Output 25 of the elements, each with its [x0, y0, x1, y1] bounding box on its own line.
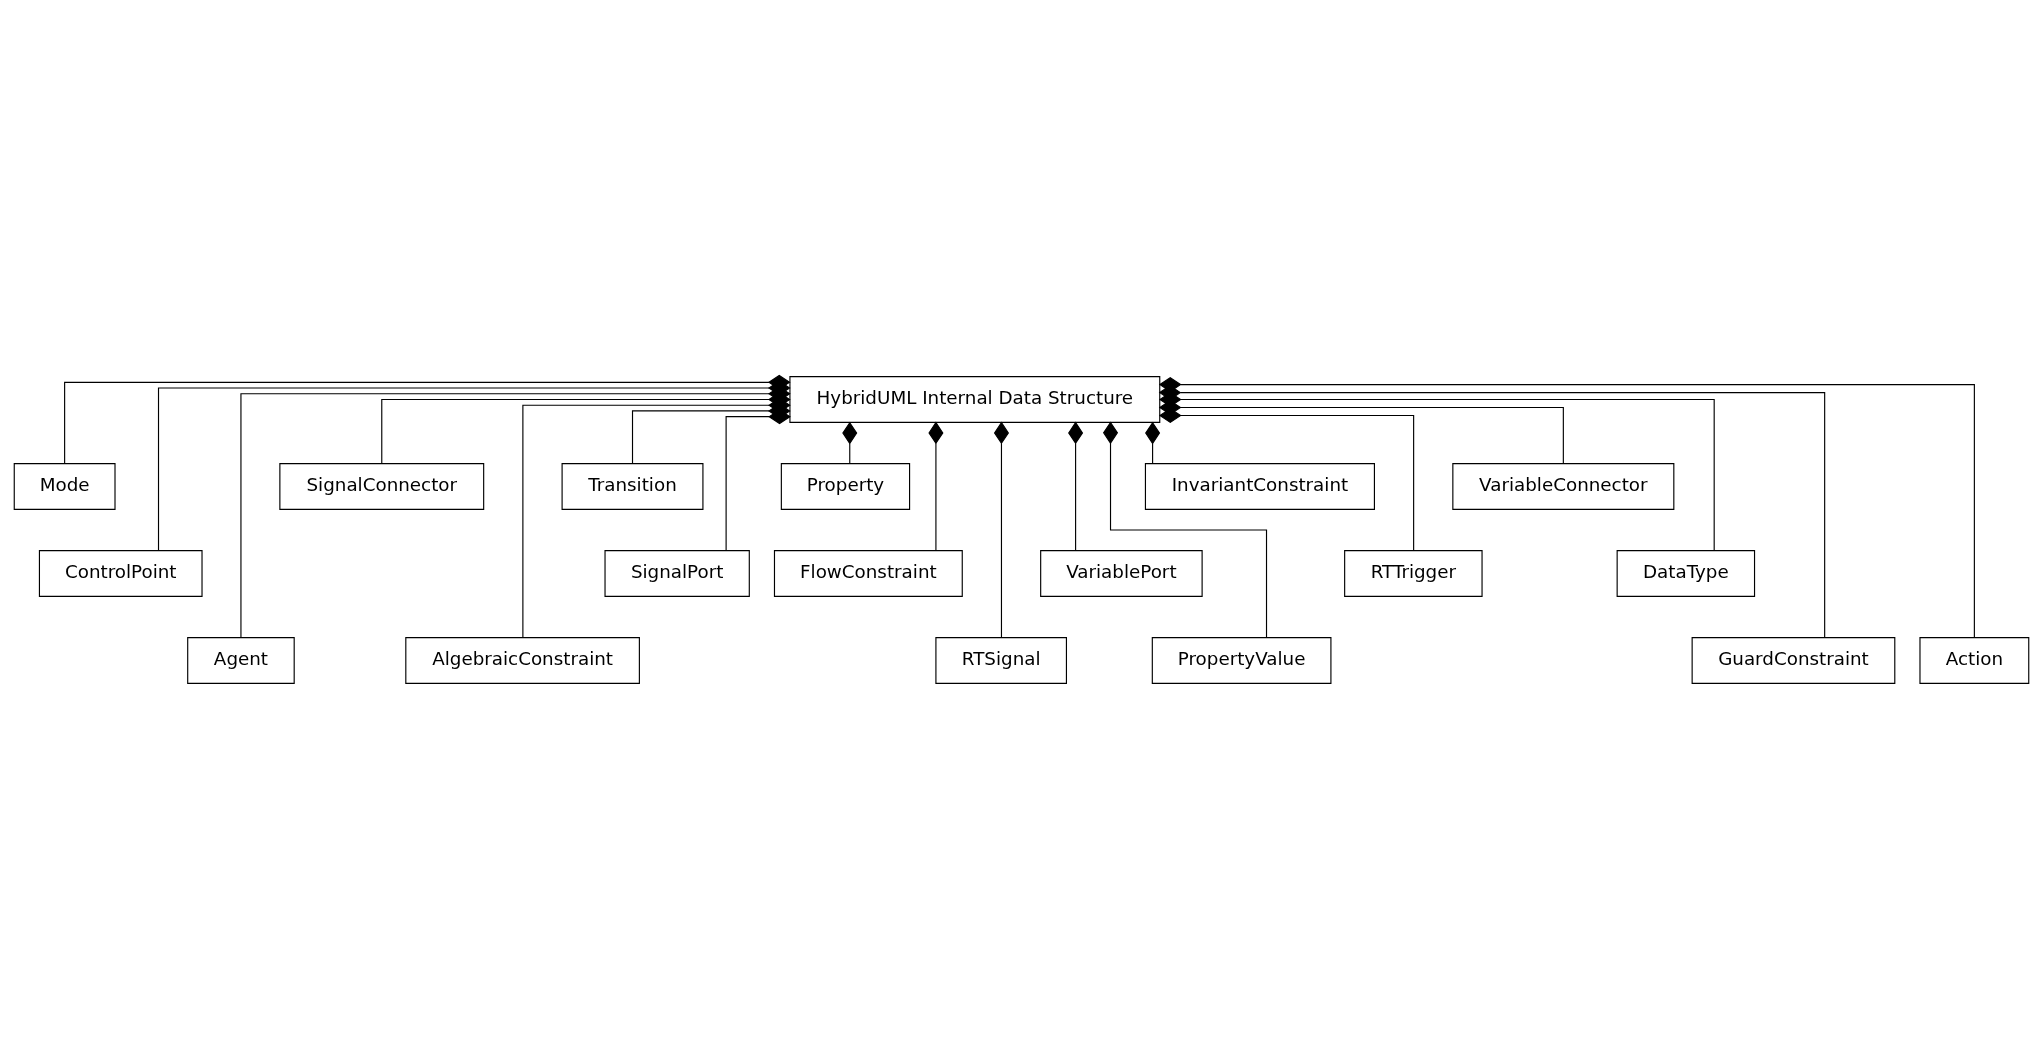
node-box: InvariantConstraint	[1144, 462, 1375, 510]
node-box: SignalConnector	[279, 462, 485, 510]
node-box: HybridUML Internal Data Structure	[789, 375, 1161, 423]
node-box: AlgebraicConstraint	[405, 636, 640, 684]
node-box: VariableConnector	[1452, 462, 1675, 510]
node-box: Property	[780, 462, 911, 510]
connector	[993, 421, 1009, 638]
node-box: Transition	[561, 462, 704, 510]
connector	[1145, 421, 1161, 464]
node-box: RTTrigger	[1344, 549, 1483, 597]
node-box: VariablePort	[1040, 549, 1203, 597]
connector	[842, 421, 858, 464]
node-box: FlowConstraint	[773, 549, 963, 597]
node-box: RTSignal	[935, 636, 1067, 684]
node-box: Mode	[13, 462, 116, 510]
connector	[928, 421, 944, 551]
node-box: Agent	[187, 636, 295, 684]
node-box: ControlPoint	[38, 549, 203, 597]
node-box: PropertyValue	[1151, 636, 1332, 684]
connector	[1102, 421, 1268, 638]
node-box: SignalPort	[604, 549, 750, 597]
node-box: Action	[1919, 636, 2030, 684]
node-box: DataType	[1616, 549, 1756, 597]
connector	[1068, 421, 1084, 551]
node-box: GuardConstraint	[1691, 636, 1896, 684]
